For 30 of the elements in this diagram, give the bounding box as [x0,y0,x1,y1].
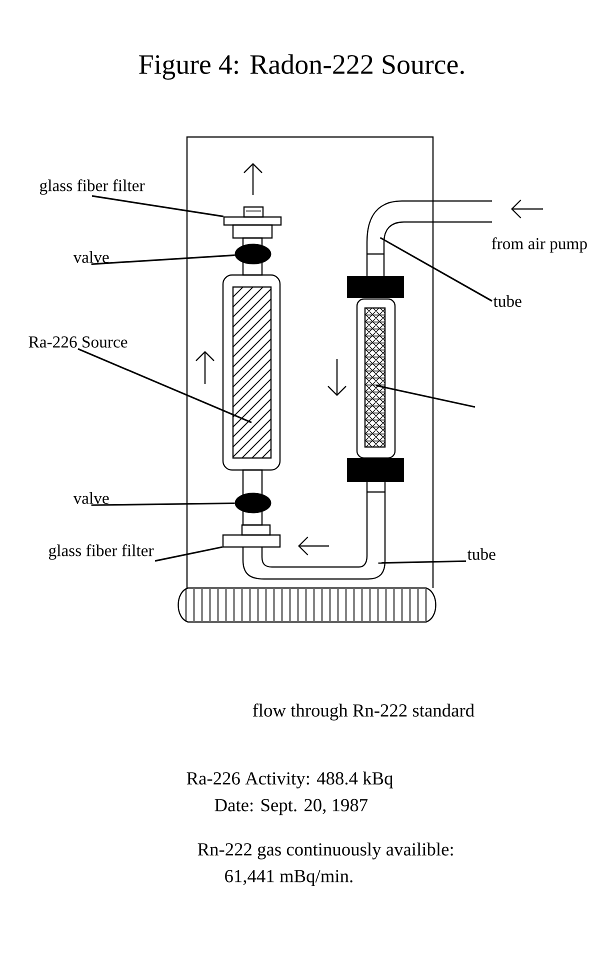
spec-text: 61,441 mBq/min. [225,870,352,886]
part-label: tube [467,548,496,560]
leader-line [378,560,466,564]
spec-text: flow through Rn-222 standard [252,704,474,720]
part-label: valve [73,251,109,263]
filter-fitting [222,524,281,548]
leader-line [78,348,252,424]
leader-line [380,237,492,302]
leader-line [376,384,476,408]
part-label: glass fiber filter [40,179,145,195]
tubing [366,200,492,276]
shutoff-valve [234,244,272,264]
shutoff-valve [234,492,272,514]
leader-line [92,195,224,218]
leader-line [91,502,235,506]
tubing [242,482,386,580]
spec-text: Date: Sept. 20, 1987 [214,798,368,816]
drying-column [356,298,396,459]
part-label: Ra-226 Source [28,336,128,348]
filter-fitting [223,206,282,239]
part-label: valve [73,492,109,504]
part-label: tube [493,295,522,307]
source-column [222,274,281,471]
spec-text: Rn-222 gas continuously availible: [198,842,453,860]
leader-line [154,546,223,562]
part-label: glass fiber filter [48,544,154,560]
leader-line [91,254,235,265]
title: Figure 4: Radon-222 Source. [139,54,464,80]
inlet-label: from air pump [492,237,587,253]
spec-text: Ra-226 Activity: 488.4 kBq [186,772,393,788]
